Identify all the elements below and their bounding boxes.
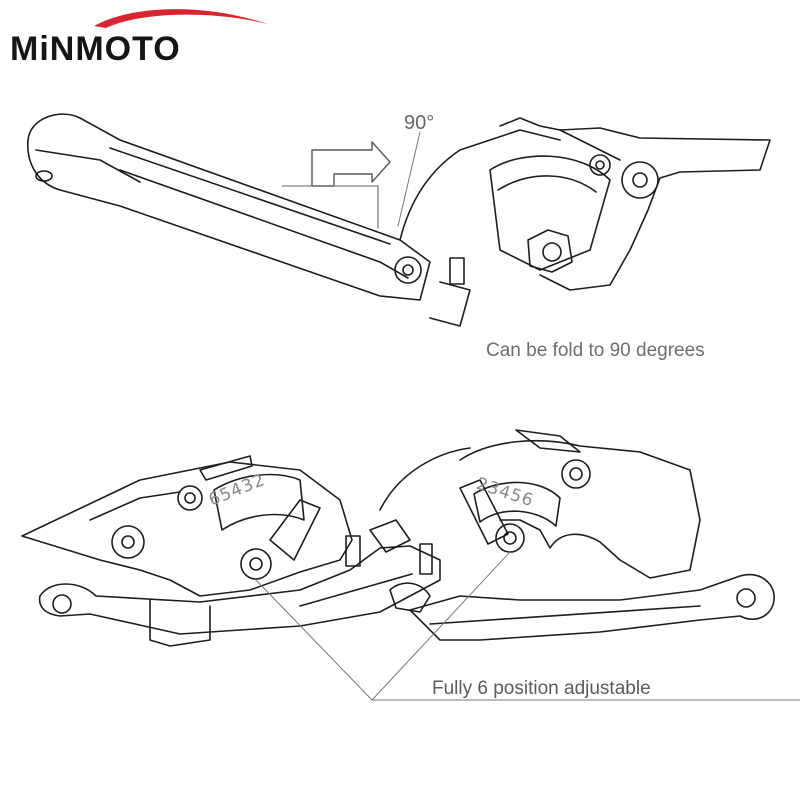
brand-logo: MiNMOTO xyxy=(10,2,280,82)
brand-logo-text: MiNMOTO xyxy=(10,30,181,68)
fold-angle-label: 90° xyxy=(404,112,435,134)
fold-caption: Can be fold to 90 degrees xyxy=(486,340,705,361)
logo-swoosh-icon xyxy=(94,9,268,28)
folded-lever-drawing xyxy=(27,113,771,327)
adjust-caption: Fully 6 position adjustable xyxy=(432,678,651,699)
adjustable-levers-pair-drawing xyxy=(21,429,800,701)
